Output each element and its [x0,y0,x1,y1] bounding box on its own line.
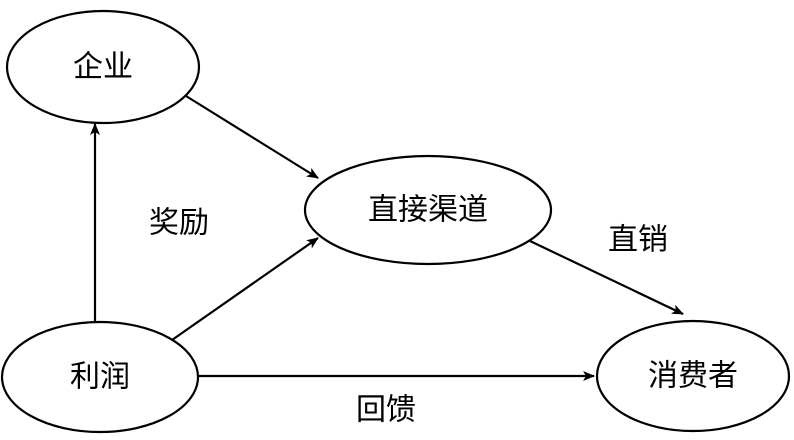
edge-profit-to-direct-channel [171,237,319,341]
node-consumer-ellipse [595,319,791,433]
node-profit-ellipse [0,320,200,434]
node-consumer-label: 消费者 [648,359,738,394]
edge-label-direct-sales: 直销 [608,223,668,258]
node-direct-channel-label: 直接渠道 [368,193,488,228]
edge-label-reward: 奖励 [149,206,209,241]
node-consumer: 消费者 [595,319,791,433]
edge-direct-channel-to-consumer [529,240,684,315]
node-enterprise-label: 企业 [73,50,133,85]
node-profit-label: 利润 [70,360,130,395]
edge-enterprise-to-direct-channel [185,95,319,179]
node-direct-channel-ellipse [303,154,553,266]
node-enterprise: 企业 [5,9,201,125]
node-enterprise-ellipse [5,9,201,125]
node-direct-channel: 直接渠道 [303,154,553,266]
edge-label-feedback: 回馈 [356,393,416,428]
node-profit: 利润 [0,320,200,434]
